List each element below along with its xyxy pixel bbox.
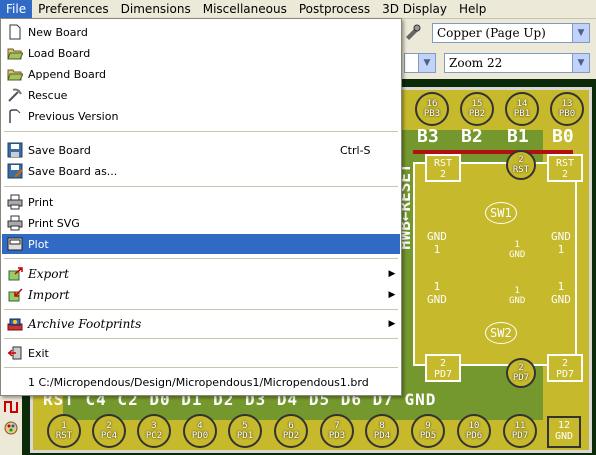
- menu-item-save-board-as[interactable]: Save Board as...: [2, 161, 400, 181]
- append-folder-icon: [6, 66, 24, 82]
- menu-miscellaneous[interactable]: Miscellaneous: [202, 2, 287, 16]
- silk-sw1: SW1: [485, 202, 517, 224]
- print-svg-icon: [6, 215, 24, 231]
- revert-icon: [6, 108, 24, 124]
- archive-icon: [6, 316, 24, 332]
- menu-bar: File Preferences Dimensions Miscellaneou…: [0, 0, 596, 19]
- open-folder-icon: [6, 45, 24, 61]
- menu-item-plot[interactable]: Plot: [2, 234, 400, 254]
- zoom-select-value: Zoom 22: [449, 56, 503, 70]
- menu-item-print[interactable]: Print: [2, 192, 400, 212]
- layer-pair-icon[interactable]: [404, 23, 422, 41]
- menu-separator: [4, 131, 398, 132]
- menu-separator: [4, 338, 398, 339]
- switch-outline: [413, 162, 577, 366]
- grid-select[interactable]: ▼: [404, 53, 436, 73]
- save-icon: [6, 142, 24, 158]
- menu-3d-display[interactable]: 3D Display: [382, 2, 448, 16]
- menu-item-save-board[interactable]: Save Board Ctrl-S: [2, 140, 400, 160]
- chevron-down-icon[interactable]: ▼: [572, 24, 589, 42]
- chevron-down-icon[interactable]: ▼: [418, 54, 435, 72]
- exit-icon: [6, 345, 24, 361]
- palette-icon[interactable]: [3, 420, 19, 436]
- submenu-arrow-icon: ▶: [388, 269, 396, 279]
- menu-separator: [4, 186, 398, 187]
- menu-item-import[interactable]: Import ▶: [2, 285, 400, 305]
- silk-b2: B2: [461, 126, 483, 147]
- menu-file[interactable]: File: [0, 0, 33, 18]
- menu-item-previous-version[interactable]: Previous Version: [2, 106, 400, 126]
- menu-preferences[interactable]: Preferences: [38, 2, 109, 16]
- menu-item-recent-file-1[interactable]: 1 C:/Micropendous/Design/Micropendous1/M…: [28, 375, 369, 389]
- export-icon: [6, 266, 24, 282]
- silk-sw2: SW2: [485, 322, 517, 344]
- menu-item-print-svg[interactable]: Print SVG: [2, 213, 400, 233]
- silk-b3: B3: [417, 126, 439, 147]
- printer-icon: [6, 194, 24, 210]
- silk-b0: B0: [552, 126, 574, 147]
- silk-b1: B1: [507, 126, 529, 147]
- menu-item-exit[interactable]: Exit: [2, 343, 400, 363]
- menu-separator: [4, 258, 398, 259]
- submenu-arrow-icon: ▶: [388, 290, 396, 300]
- menu-postprocess[interactable]: Postprocess: [298, 2, 371, 16]
- new-document-icon: [6, 24, 24, 40]
- layer-select[interactable]: Copper (Page Up) ▼: [432, 23, 590, 43]
- save-shortcut: Ctrl-S: [340, 143, 371, 157]
- menu-item-rescue[interactable]: Rescue: [2, 85, 400, 105]
- menu-item-export[interactable]: Export ▶: [2, 264, 400, 284]
- menu-item-append-board[interactable]: Append Board: [2, 64, 400, 84]
- file-menu: New Board Load Board Append Board Rescue…: [0, 18, 402, 396]
- red-trace: [413, 150, 573, 154]
- submenu-arrow-icon: ▶: [388, 319, 396, 329]
- menu-item-new-board[interactable]: New Board: [2, 22, 400, 42]
- menu-item-load-board[interactable]: Load Board: [2, 43, 400, 63]
- menu-separator: [4, 367, 398, 368]
- save-as-icon: [6, 163, 24, 179]
- menu-item-archive-footprints[interactable]: Archive Footprints ▶: [2, 314, 400, 334]
- plotter-icon: [6, 236, 24, 252]
- left-toolbar: [0, 392, 22, 455]
- chevron-down-icon[interactable]: ▼: [572, 54, 589, 72]
- menu-separator: [4, 309, 398, 310]
- menu-dimensions[interactable]: Dimensions: [120, 2, 191, 16]
- track-icon[interactable]: [3, 398, 19, 414]
- layer-select-value: Copper (Page Up): [437, 26, 546, 40]
- import-icon: [6, 287, 24, 303]
- pickaxe-icon: [6, 87, 24, 103]
- menu-help[interactable]: Help: [459, 2, 487, 16]
- zoom-select[interactable]: Zoom 22 ▼: [444, 53, 590, 73]
